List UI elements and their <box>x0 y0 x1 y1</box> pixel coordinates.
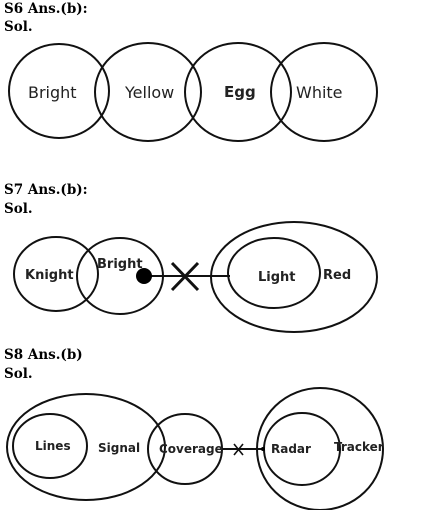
s8-label-signal: Signal <box>98 441 140 455</box>
s8-circle-lines <box>12 413 88 479</box>
s6-label-bright: Bright <box>28 83 77 102</box>
s6-sol: Sol. <box>4 19 33 35</box>
s8-label-coverage: Coverage <box>159 442 223 456</box>
s7-answer: S7 Ans.(b): <box>4 182 88 198</box>
s6-label-yellow: Yellow <box>124 83 174 102</box>
s8-label-tracker: Tracker <box>334 440 384 454</box>
s7-cross-b <box>170 261 200 292</box>
s6-circle-white <box>270 42 378 142</box>
s7-label-knight: Knight <box>25 268 74 283</box>
s6-label-egg: Egg <box>224 83 256 101</box>
s7-sol: Sol. <box>4 201 33 217</box>
s7-diagram <box>13 221 378 333</box>
s8-dot <box>261 447 265 451</box>
s6-circle-egg <box>184 42 292 142</box>
s6-answer: S6 Ans.(b): <box>4 1 88 17</box>
s8-label-radar: Radar <box>271 442 311 456</box>
s7-label-bright: Bright <box>97 257 143 272</box>
s7-dot <box>136 268 152 284</box>
s6-diagram <box>8 42 378 142</box>
s8-answer: S8 Ans.(b) <box>4 347 83 363</box>
s6-circle-bright <box>8 43 110 139</box>
s8-sol: Sol. <box>4 366 33 382</box>
s6-circle-yellow <box>94 42 202 142</box>
s7-circle-light <box>227 237 321 309</box>
s8-diagram <box>6 387 384 510</box>
s8-circle-signal <box>6 393 166 501</box>
s7-circle-knight <box>13 236 99 312</box>
s8-cross-b <box>233 443 244 456</box>
s8-circle-tracker <box>256 387 384 510</box>
s7-label-light: Light <box>258 270 296 285</box>
s6-label-white: White <box>296 83 343 102</box>
s8-label-lines: Lines <box>35 439 71 453</box>
s7-label-red: Red <box>323 268 351 283</box>
s7-circle-red <box>210 221 378 333</box>
